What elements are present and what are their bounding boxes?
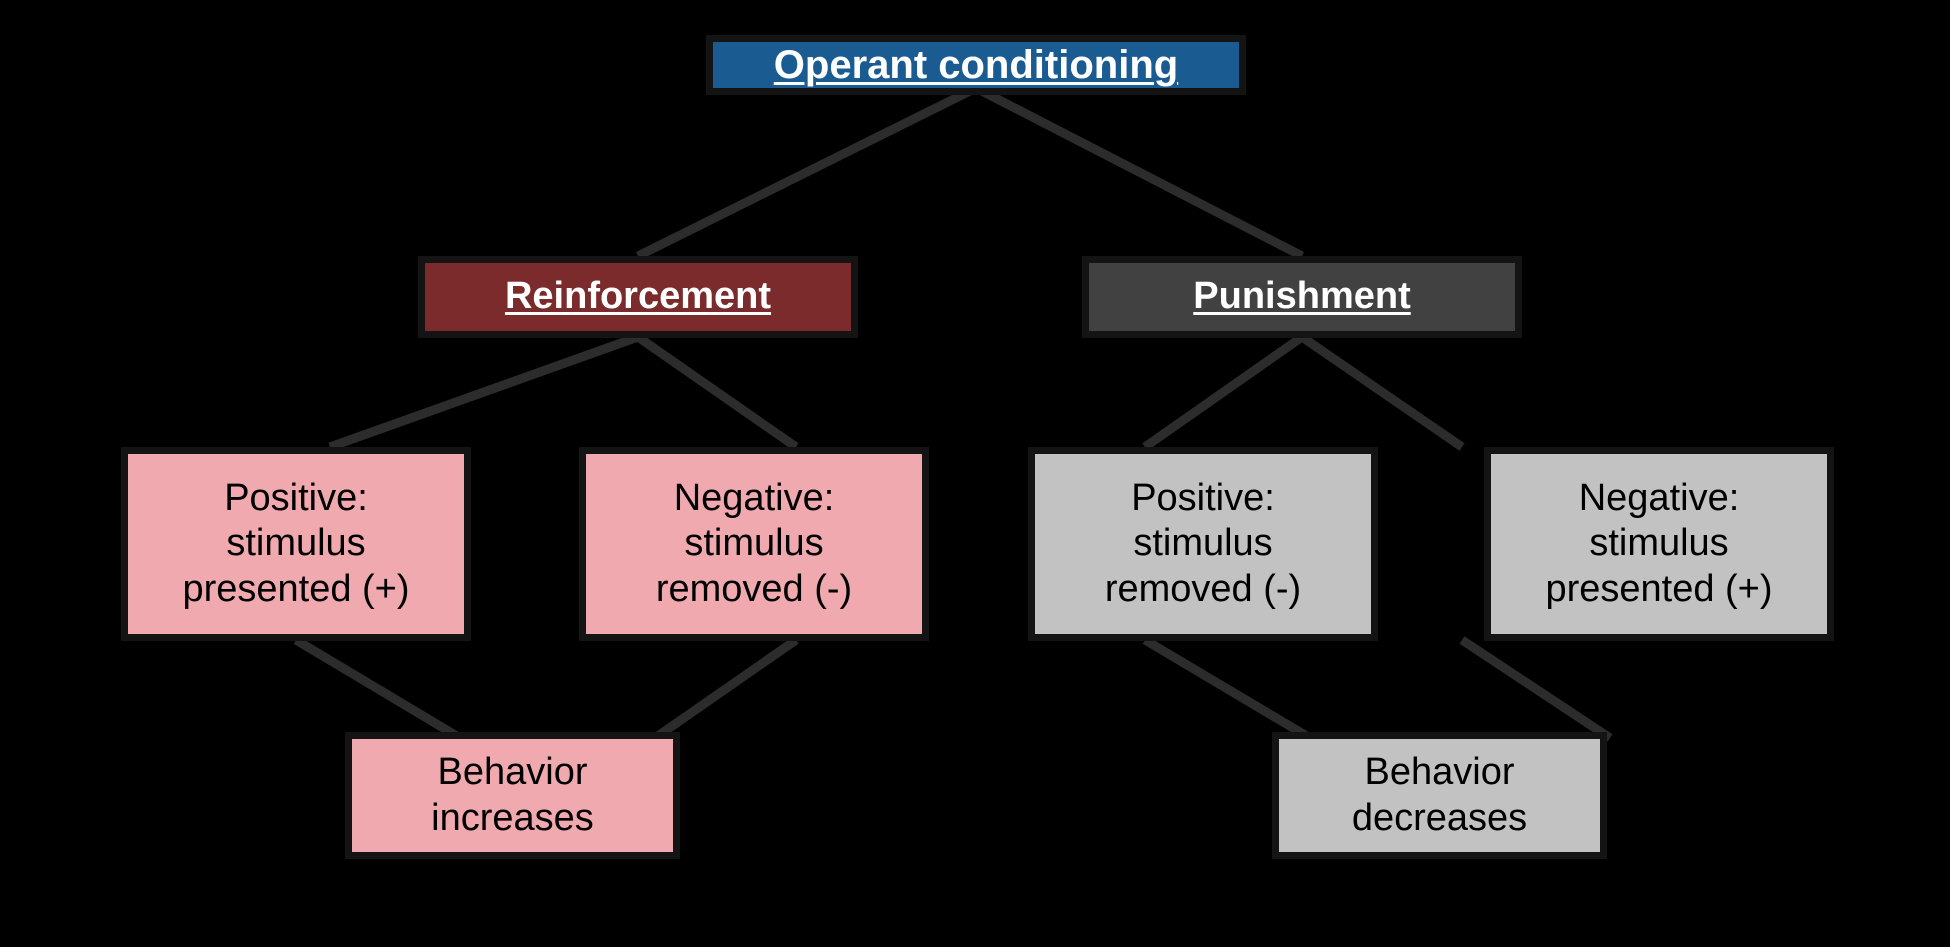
node-reinforcement[interactable]: Reinforcement [418, 256, 858, 338]
edge-punishment-to-negative [1299, 333, 1465, 451]
node-behavior-increases[interactable]: Behavior increases [345, 732, 680, 859]
node-positive-reinforcement[interactable]: Positive: stimulus presented (+) [121, 447, 471, 641]
node-punishment-label: Punishment [1193, 275, 1411, 318]
edge-reinforcement-to-negative [635, 333, 799, 451]
edge-negative-punishment-to-behavior-decreases [1459, 636, 1613, 742]
node-positive-reinforcement-label: Positive: stimulus presented (+) [182, 476, 410, 610]
node-negative-reinforcement-label: Negative: stimulus removed (-) [655, 476, 853, 610]
node-positive-punishment-label: Positive: stimulus removed (-) [1104, 476, 1302, 610]
edge-root-to-reinforcement [635, 83, 979, 261]
node-punishment[interactable]: Punishment [1082, 256, 1522, 338]
node-negative-reinforcement[interactable]: Negative: stimulus removed (-) [579, 447, 929, 641]
node-negative-punishment[interactable]: Negative: stimulus presented (+) [1484, 447, 1834, 641]
node-behavior-decreases[interactable]: Behavior decreases [1272, 732, 1607, 859]
edge-root-to-punishment [973, 83, 1305, 261]
edge-punishment-to-positive [1142, 333, 1305, 451]
edge-reinforcement-to-positive [328, 332, 640, 452]
node-behavior-decreases-label: Behavior decreases [1351, 750, 1528, 839]
edge-positive-reinforcement-to-behavior-increases [293, 636, 463, 742]
node-operant-conditioning-label: Operant conditioning [773, 43, 1179, 87]
node-negative-punishment-label: Negative: stimulus presented (+) [1545, 476, 1773, 610]
node-behavior-increases-label: Behavior increases [431, 750, 594, 839]
edge-positive-punishment-to-behavior-decreases [1142, 636, 1313, 742]
node-positive-punishment[interactable]: Positive: stimulus removed (-) [1028, 447, 1378, 641]
edge-negative-reinforcement-to-behavior-increases [652, 636, 799, 742]
node-operant-conditioning[interactable]: Operant conditioning [706, 35, 1246, 95]
node-reinforcement-label: Reinforcement [504, 275, 772, 318]
